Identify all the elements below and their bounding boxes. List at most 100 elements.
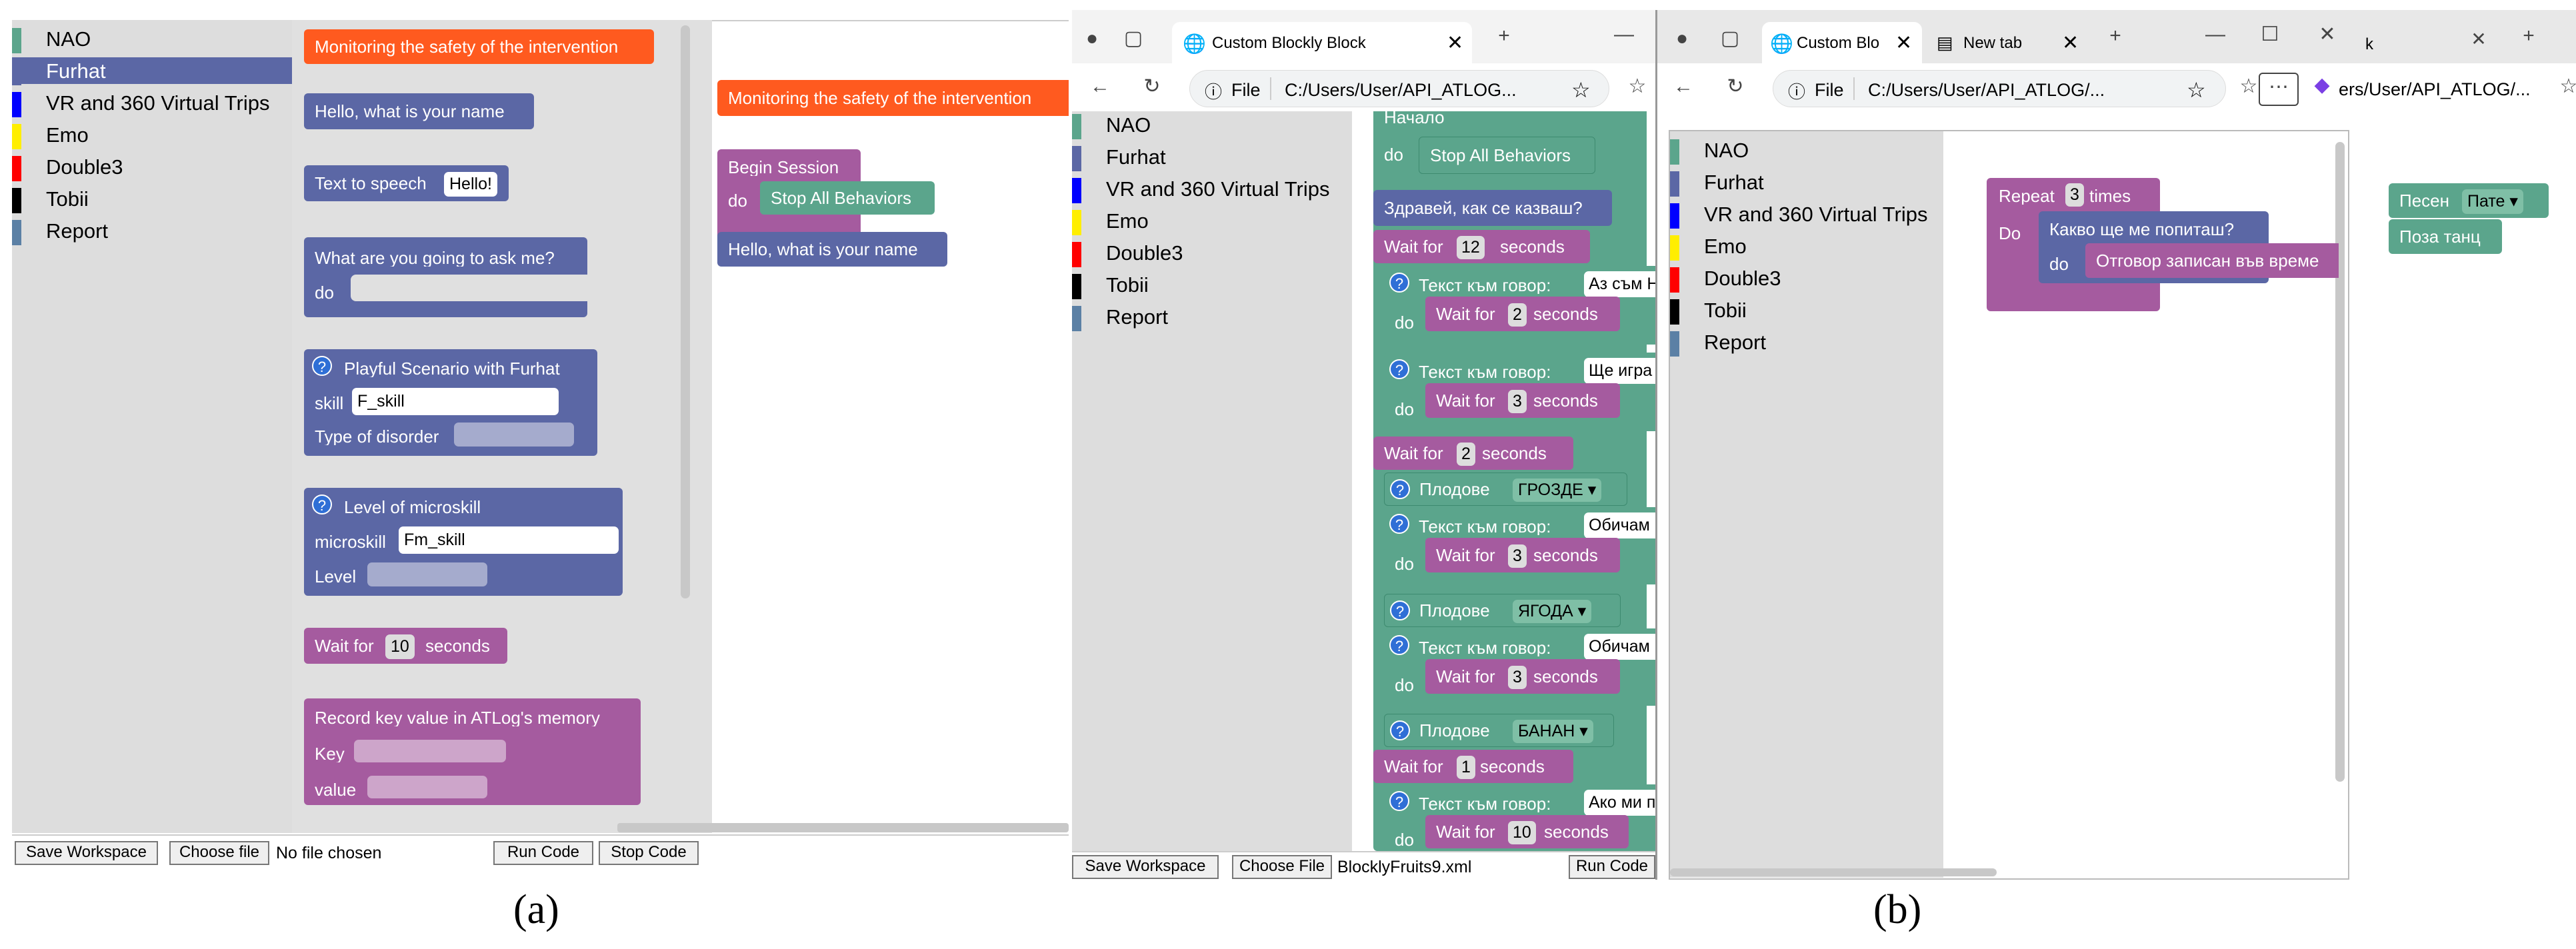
fruits-grapes-block[interactable]: ? Плодове ГРОЗДЕ ▾ (1384, 473, 1627, 506)
level-field[interactable] (367, 562, 487, 586)
tts-field[interactable]: Hello! (444, 172, 497, 197)
h-scrollbar[interactable] (1670, 868, 1997, 876)
fruits-strawberry-block[interactable]: ? Плодове ЯГОДА ▾ (1384, 594, 1621, 627)
wait-field[interactable]: 10 (1508, 821, 1536, 844)
help-icon[interactable]: ? (1390, 479, 1410, 499)
minimize-icon[interactable]: — (1614, 23, 1634, 45)
toolbox-item-double3[interactable]: Double3 (1670, 265, 1943, 293)
wait-field[interactable]: 1 (1457, 756, 1475, 779)
stop-code-button[interactable]: Stop Code (599, 841, 699, 865)
disorder-field[interactable] (454, 423, 574, 447)
help-icon[interactable]: ? (1390, 600, 1410, 620)
wait-field[interactable]: 3 (1508, 666, 1527, 689)
dance-pose-block[interactable]: Поза танц (2389, 219, 2502, 254)
wait-2-block[interactable]: Wait for 2 seconds (1425, 297, 1620, 331)
wait-3c-block[interactable]: Wait for 3 seconds (1425, 659, 1620, 694)
back-icon[interactable]: ← (1673, 75, 1693, 97)
ws-monitoring-block[interactable]: Monitoring the safety of the interventio… (717, 80, 1069, 116)
address-bar[interactable]: ⓘ File C:/Users/User/API_ATLOG... ☆ (1189, 70, 1609, 107)
toolbox-item-furhat[interactable]: Furhat (1670, 169, 1943, 197)
tab-new[interactable]: ▤ New tab ✕ (1937, 32, 2079, 54)
toolbox-item-nao[interactable]: NAO (1072, 111, 1352, 139)
speech-field[interactable]: Ако ми п (1584, 790, 1655, 816)
profile-icon[interactable]: ● (1085, 27, 1099, 49)
flyout-scrollbar[interactable] (681, 25, 690, 598)
wait-field[interactable]: 3 (1508, 544, 1527, 568)
tab-custom-blockly-right[interactable]: 🌐 Custom Blo ✕ (1762, 22, 1922, 63)
help-icon[interactable]: ? (312, 356, 332, 376)
song-dropdown[interactable]: Пате ▾ (2462, 189, 2523, 214)
toolbox-item-tobii[interactable]: Tobii (12, 185, 292, 213)
repeat-count-field[interactable]: 3 (2065, 183, 2084, 207)
wait-field[interactable]: 2 (1508, 303, 1527, 327)
wait-field[interactable]: 10 (385, 634, 415, 659)
star-icon[interactable]: ☆ (1571, 78, 1591, 102)
help-icon[interactable]: ? (1389, 273, 1409, 293)
v-scrollbar[interactable] (2335, 142, 2345, 782)
toolbox-item-furhat[interactable]: Furhat (12, 57, 292, 85)
profile-icon[interactable]: ● (1675, 27, 1689, 49)
song-block[interactable]: Песен Пате ▾ (2389, 183, 2549, 218)
toolbox-item-report[interactable]: Report (1072, 303, 1352, 331)
reload-icon[interactable]: ↻ (1727, 75, 1744, 97)
toolbox-item-tobii[interactable]: Tobii (1072, 271, 1352, 299)
help-icon[interactable]: ? (1389, 359, 1409, 379)
speech-field[interactable]: Ще игра (1584, 358, 1655, 384)
reload-icon[interactable]: ↻ (1143, 75, 1161, 97)
help-icon[interactable]: ? (312, 494, 332, 514)
toolbox-item-emo[interactable]: Emo (12, 121, 292, 149)
greet-block[interactable]: Здравей, как се казваш? (1373, 190, 1612, 226)
choose-file-button[interactable]: Choose file (169, 841, 269, 865)
wait-3b-block[interactable]: Wait for 3 seconds (1425, 538, 1620, 572)
tab-custom-blockly[interactable]: 🌐 Custom Blockly Block ✕ (1172, 22, 1472, 63)
wait-field[interactable]: 3 (1508, 390, 1527, 413)
fruit-dropdown[interactable]: ЯГОДА ▾ (1513, 600, 1592, 623)
toolbox-item-report[interactable]: Report (12, 217, 292, 245)
wait-2b-block[interactable]: Wait for 2 seconds (1373, 437, 1573, 470)
playful-scenario-block[interactable]: ? Playful Scenario with Furhat skill F_s… (304, 349, 597, 456)
tab-actions-icon[interactable]: ▢ (1720, 27, 1740, 49)
microskill-block[interactable]: ? Level of microskill microskill Fm_skil… (304, 488, 623, 596)
wait-block[interactable]: Wait for 10 seconds (304, 628, 507, 664)
ws-hello-block[interactable]: Hello, what is your name (717, 232, 947, 267)
wait-12-block[interactable]: Wait for 12 seconds (1373, 230, 1590, 263)
wait-field[interactable]: 2 (1457, 443, 1475, 466)
close-tab-icon[interactable]: ✕ (1895, 32, 1913, 54)
toolbox-item-emo[interactable]: Emo (1072, 207, 1352, 235)
tts-block[interactable]: Text to speech Hello! (304, 165, 509, 201)
toolbox-item-nao[interactable]: NAO (12, 25, 292, 53)
close-tab-icon[interactable]: ✕ (2062, 32, 2079, 54)
ask-do-slot[interactable] (351, 275, 587, 301)
more-icon[interactable]: ⋯ (2259, 73, 2299, 106)
stop-behaviors-block[interactable]: Stop All Behaviors (1419, 137, 1595, 174)
save-workspace-button[interactable]: Save Workspace (15, 841, 158, 865)
address-bar[interactable]: ⓘ File C:/Users/User/API_ATLOG/... ☆ (1773, 70, 2226, 107)
key-field[interactable] (354, 740, 506, 762)
skill-field[interactable]: F_skill (352, 388, 559, 415)
wait-1-block[interactable]: Wait for 1 seconds (1373, 750, 1573, 783)
toolbox-item-vr-and-360-virtual-trips[interactable]: VR and 360 Virtual Trips (12, 89, 292, 117)
favorites-icon[interactable]: ☆ (1628, 75, 1647, 97)
copilot-icon[interactable]: ◆ (2314, 74, 2330, 96)
speech-field[interactable]: Обичам (1584, 512, 1655, 538)
close-tab-icon[interactable]: ✕ (1447, 32, 1464, 54)
wait-field[interactable]: 12 (1457, 236, 1485, 259)
speech-field[interactable]: Аз съм Н (1584, 271, 1655, 297)
ask-block[interactable]: What are you going to ask me? do (304, 237, 587, 317)
toolbox-item-nao[interactable]: NAO (1670, 137, 1943, 165)
new-tab-icon[interactable]: + (1498, 25, 1510, 47)
wait-10-block[interactable]: Wait for 10 seconds (1425, 815, 1629, 848)
toolbox-item-double3[interactable]: Double3 (1072, 239, 1352, 267)
answer-block[interactable]: Отговор записан във време (2085, 243, 2339, 278)
toolbox-item-vr-and-360-virtual-trips[interactable]: VR and 360 Virtual Trips (1072, 175, 1352, 203)
toolbox-item-tobii[interactable]: Tobii (1670, 297, 1943, 325)
tab-actions-icon[interactable]: ▢ (1123, 27, 1143, 49)
save-workspace-button[interactable]: Save Workspace (1072, 855, 1219, 879)
favorites-icon[interactable]: ☆ (2239, 75, 2258, 97)
close-tab-icon[interactable]: ✕ (2471, 29, 2487, 49)
toolbox-item-emo[interactable]: Emo (1670, 233, 1943, 261)
run-code-button[interactable]: Run Code (1569, 855, 1655, 879)
maximize-icon[interactable]: ☐ (2261, 23, 2279, 45)
minimize-icon[interactable]: — (2205, 23, 2225, 45)
toolbox-item-furhat[interactable]: Furhat (1072, 143, 1352, 171)
